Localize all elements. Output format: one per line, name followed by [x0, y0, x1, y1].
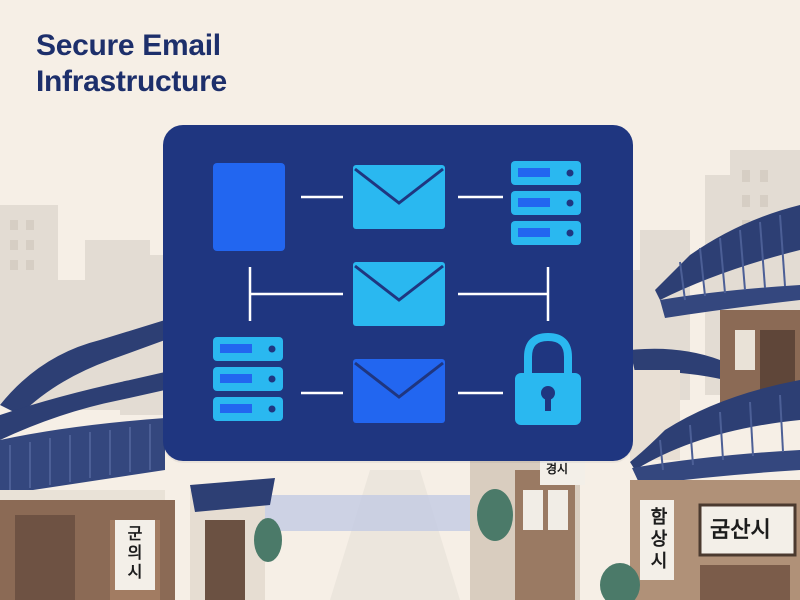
right-horizontal-sign: 굼산시 [710, 518, 771, 543]
page-title: Secure Email Infrastructure [36, 28, 227, 100]
connectors [248, 195, 550, 395]
left-shop-sign: 군의시 [127, 524, 143, 581]
lock-icon [515, 332, 581, 425]
right-hanok [600, 205, 800, 600]
center-shop-sign: 경시 [546, 462, 569, 476]
device-icon [213, 163, 285, 251]
envelope-icon [353, 262, 445, 326]
street [330, 470, 460, 600]
right-mid-buildings [470, 348, 725, 600]
left-sign-board [115, 520, 155, 590]
diagram-svg [213, 161, 581, 425]
email-infrastructure-diagram [163, 125, 633, 461]
title-line-1: Secure Email [36, 29, 221, 62]
server-icon [213, 337, 283, 421]
envelope-icon [353, 359, 445, 423]
left-shop [190, 478, 282, 600]
title-line-2: Infrastructure [36, 65, 227, 98]
server-icon [511, 161, 581, 245]
envelope-icon [353, 165, 445, 229]
right-vertical-sign: 함상시 [650, 507, 668, 572]
